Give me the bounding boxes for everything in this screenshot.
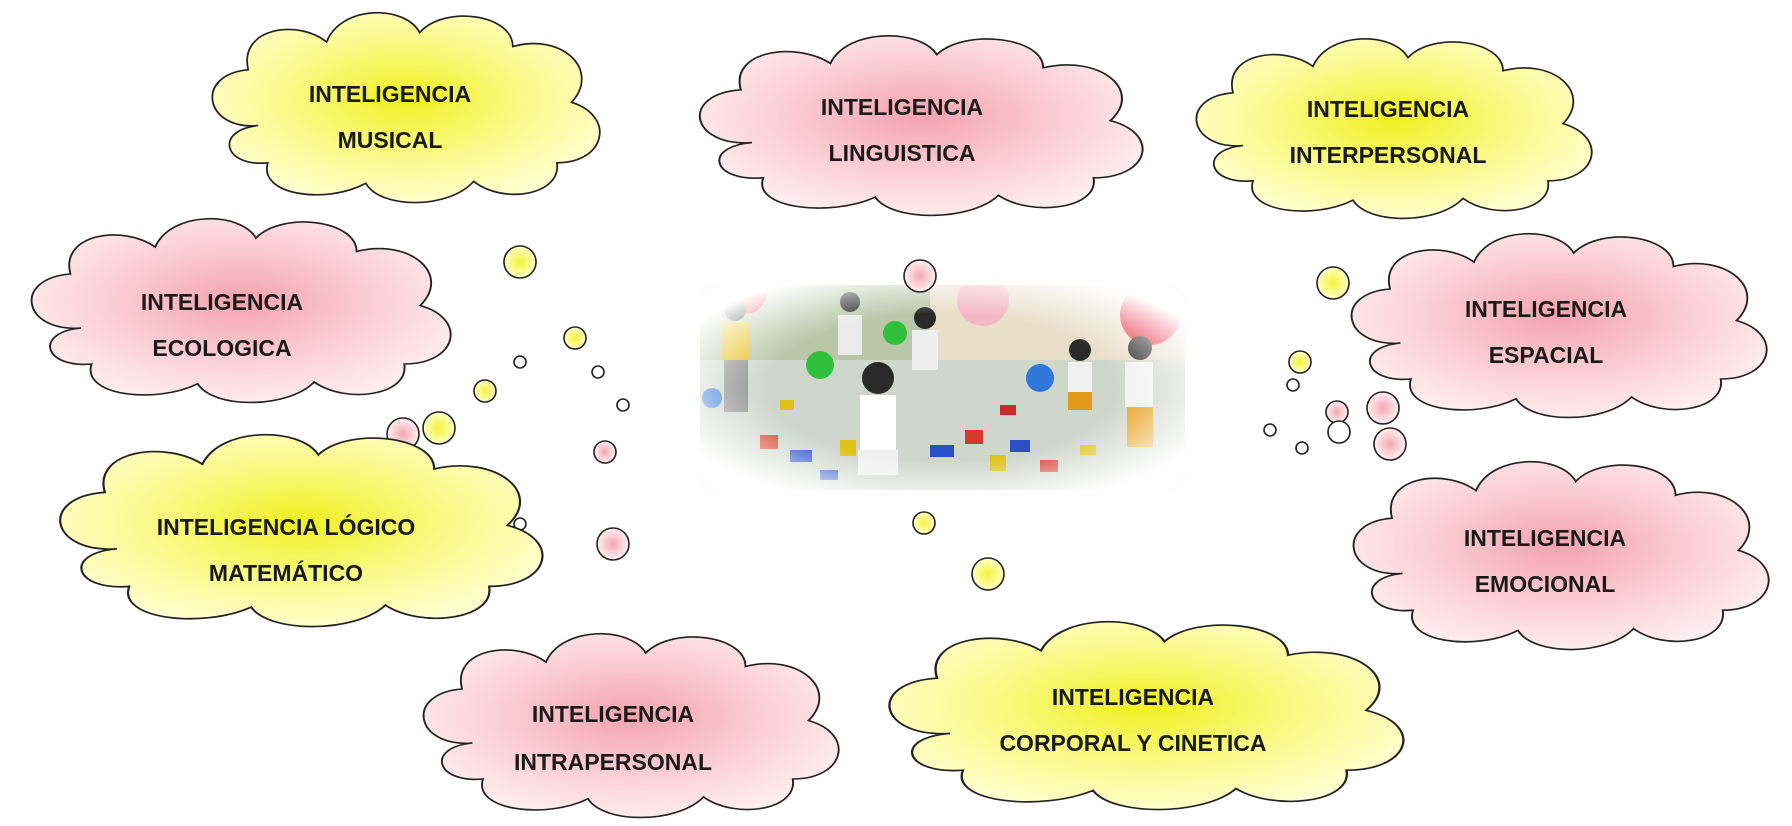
cloud-interpersonal: INTELIGENCIA INTERPERSONAL	[1195, 37, 1593, 220]
cloud-corporal-line1: INTELIGENCIA	[1052, 684, 1214, 710]
cloud-musical-line2: MUSICAL	[338, 127, 443, 153]
cloud-ecologica-line2: ECOLOGICA	[152, 335, 291, 361]
cloud-corporal-cinetica: INTELIGENCIA CORPORAL Y CINETICA	[888, 620, 1405, 811]
thought-bubbles	[386, 245, 1407, 591]
cloud-ecologica-line1: INTELIGENCIA	[141, 289, 303, 315]
cloud-intrapersonal-line2: INTRAPERSONAL	[514, 749, 712, 775]
cloud-interpersonal-line2: INTERPERSONAL	[1290, 142, 1487, 168]
cloud-espacial: INTELIGENCIA ESPACIAL	[1350, 232, 1768, 419]
cloud-linguistica: INTELIGENCIA LINGUISTICA	[698, 34, 1144, 217]
cloud-linguistica-line1: INTELIGENCIA	[821, 94, 983, 120]
cloud-intrapersonal: INTELIGENCIA INTRAPERSONAL	[422, 632, 840, 819]
cloud-logico-line1: INTELIGENCIA LÓGICO	[157, 513, 416, 540]
cloud-espacial-line1: INTELIGENCIA	[1465, 296, 1627, 322]
cloud-corporal-line2: CORPORAL Y CINETICA	[999, 730, 1266, 756]
cloud-logico-matematico: INTELIGENCIA LÓGICO MATEMÁTICO	[59, 433, 544, 628]
cloud-espacial-line2: ESPACIAL	[1489, 342, 1604, 368]
cloud-interpersonal-line1: INTELIGENCIA	[1307, 96, 1469, 122]
cloud-emocional: INTELIGENCIA EMOCIONAL	[1352, 460, 1770, 651]
cloud-logico-line2: MATEMÁTICO	[209, 559, 363, 586]
cloud-musical-line1: INTELIGENCIA	[309, 81, 471, 107]
central-photo	[700, 285, 1185, 490]
cloud-intrapersonal-line1: INTELIGENCIA	[532, 701, 694, 727]
cloud-linguistica-line2: LINGUISTICA	[829, 140, 976, 166]
cloud-ecologica: INTELIGENCIA ECOLOGICA	[30, 217, 452, 404]
cloud-emocional-line2: EMOCIONAL	[1475, 571, 1616, 597]
cloud-musical: INTELIGENCIA MUSICAL	[211, 11, 601, 204]
cloud-emocional-line1: INTELIGENCIA	[1464, 525, 1626, 551]
